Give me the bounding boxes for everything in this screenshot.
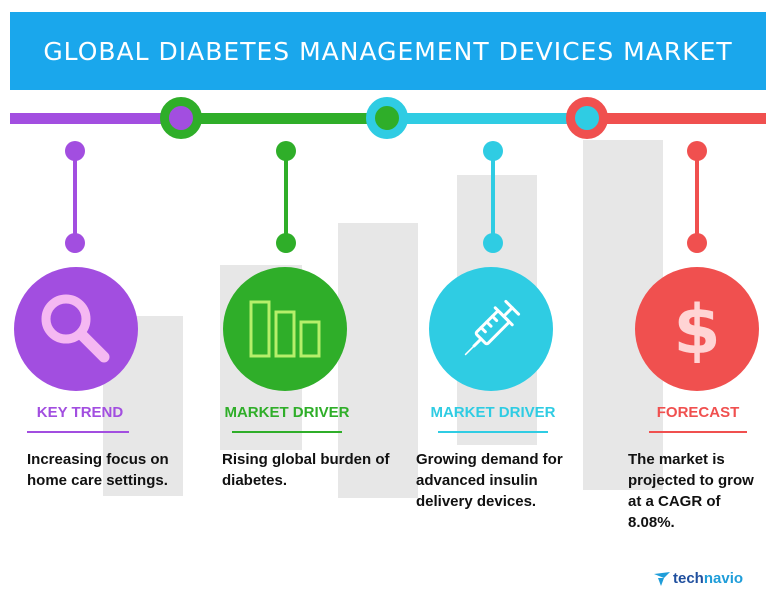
item-description: Rising global burden of diabetes. (222, 451, 390, 489)
brand-suffix: navio (703, 570, 744, 587)
item-label: MARKET DRIVER (430, 404, 556, 421)
svg-text:$: $ (673, 291, 720, 370)
icon-circle-forecast: $ (635, 267, 759, 391)
label-underline (438, 431, 548, 433)
connector-bottom-dot (687, 233, 707, 253)
connector-top-dot (483, 141, 503, 161)
timeline-segment-cyan (388, 113, 588, 124)
item-label: MARKET DRIVER (224, 404, 350, 421)
connector-top-dot (276, 141, 296, 161)
timeline-ring-cyan (366, 97, 408, 139)
connector-bottom-dot (483, 233, 503, 253)
syringe-icon (464, 299, 521, 356)
connector-stem (491, 158, 495, 236)
item-description: Growing demand for advanced insulin deli… (416, 451, 563, 510)
background-bar-3 (338, 223, 418, 498)
item-label: FORECAST (656, 404, 740, 421)
connector-stem (284, 158, 288, 236)
technavio-logo-icon (654, 571, 670, 586)
magnifier-icon (41, 294, 110, 363)
timeline-segment-red (588, 113, 766, 124)
item-description: The market is projected to grow at a CAG… (628, 451, 754, 531)
brand-prefix: tech (673, 570, 704, 587)
connector-bottom-dot (65, 233, 85, 253)
connector-bottom-dot (276, 233, 296, 253)
label-underline (649, 431, 747, 433)
icon-circle-key-trend (14, 267, 138, 391)
label-underline (232, 431, 342, 433)
connector-stem (695, 158, 699, 236)
icon-circle-market-driver (223, 267, 347, 391)
item-label: KEY TREND (36, 404, 124, 421)
connector-top-dot (65, 141, 85, 161)
bar-chart-icon (249, 300, 321, 358)
connector-stem (73, 158, 77, 236)
icon-circle-market-driver (429, 267, 553, 391)
page-title: GLOBAL DIABETES MANAGEMENT DEVICES MARKE… (43, 36, 733, 66)
timeline-segment-purple (10, 113, 182, 124)
header-banner: GLOBAL DIABETES MANAGEMENT DEVICES MARKE… (10, 12, 766, 90)
timeline-ring-green (160, 97, 202, 139)
timeline-segment-green (182, 113, 388, 124)
connector-top-dot (687, 141, 707, 161)
item-description: Increasing focus on home care settings. (27, 451, 169, 489)
timeline-ring-red (566, 97, 608, 139)
label-underline (27, 431, 129, 433)
dollar-icon: $ (673, 291, 720, 370)
